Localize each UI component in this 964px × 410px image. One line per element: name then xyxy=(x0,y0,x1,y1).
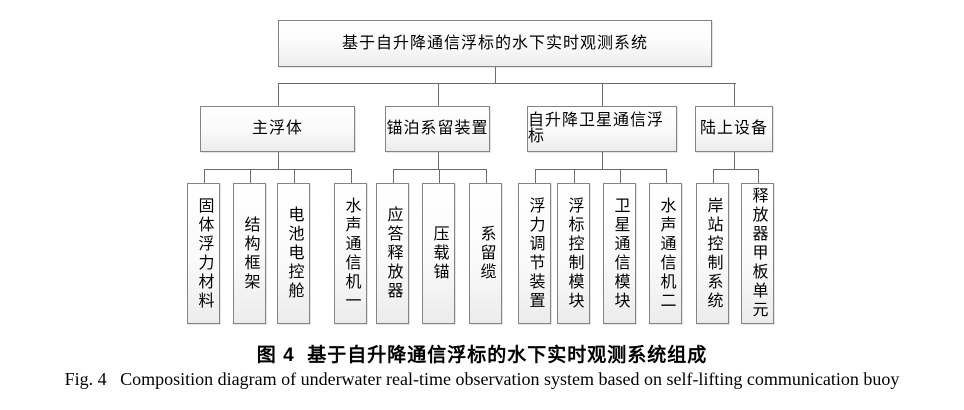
connector-line xyxy=(734,83,735,106)
connector-line xyxy=(620,169,621,183)
branch-node-mooring-device: 锚泊系留装置 xyxy=(385,106,490,152)
leaf-node: 岸站控制系统 xyxy=(696,183,729,324)
caption-chinese: 图 4 基于自升降通信浮标的水下实时观测系统组成 xyxy=(256,345,708,366)
connector-line xyxy=(278,83,736,84)
leaf-node: 电池电控舱 xyxy=(277,183,310,324)
connector-line xyxy=(250,169,251,183)
connector-line xyxy=(294,169,295,183)
connector-line xyxy=(734,152,735,169)
connector-line xyxy=(438,152,439,169)
connector-line xyxy=(758,169,759,183)
connector-line xyxy=(713,169,714,183)
connector-line xyxy=(278,83,279,106)
connector-line xyxy=(351,169,352,183)
connector-line xyxy=(495,67,496,83)
branch-node-main-float: 主浮体 xyxy=(200,106,355,152)
branch-node-shore-equipment: 陆上设备 xyxy=(695,106,773,152)
leaf-node: 卫星通信模块 xyxy=(603,183,636,324)
leaf-node: 释放器甲板单元 xyxy=(741,183,774,324)
leaf-node: 水声通信机一 xyxy=(334,183,367,324)
connector-line xyxy=(393,169,394,183)
connector-line xyxy=(574,169,575,183)
connector-line xyxy=(666,169,667,183)
leaf-node: 系留缆 xyxy=(469,183,502,324)
connector-line xyxy=(438,83,439,106)
connector-line xyxy=(278,152,279,169)
caption-english: Fig. 4 Composition diagram of underwater… xyxy=(64,369,900,389)
leaf-node: 水声通信机二 xyxy=(649,183,682,324)
root-node: 基于自升降通信浮标的水下实时观测系统 xyxy=(278,20,712,67)
connector-line xyxy=(602,83,603,106)
leaf-node: 固体浮力材料 xyxy=(187,183,220,324)
connector-line xyxy=(204,169,205,183)
connector-line xyxy=(204,169,352,170)
leaf-node: 浮力调节装置 xyxy=(518,183,551,324)
leaf-node: 应答释放器 xyxy=(376,183,409,324)
connector-line xyxy=(535,169,536,183)
connector-line xyxy=(393,169,487,170)
connector-line xyxy=(486,169,487,183)
connector-line xyxy=(535,169,667,170)
connector-line xyxy=(713,169,759,170)
branch-node-satellite-buoy: 自升降卫星通信浮标 xyxy=(527,106,677,152)
connector-line xyxy=(439,169,440,183)
leaf-node: 压载锚 xyxy=(422,183,455,324)
leaf-node: 结构框架 xyxy=(233,183,266,324)
connector-line xyxy=(602,152,603,169)
composition-tree-diagram: 基于自升降通信浮标的水下实时观测系统 主浮体 锚泊系留装置 自升降卫星通信浮标 … xyxy=(187,20,774,324)
leaf-node: 浮标控制模块 xyxy=(557,183,590,324)
